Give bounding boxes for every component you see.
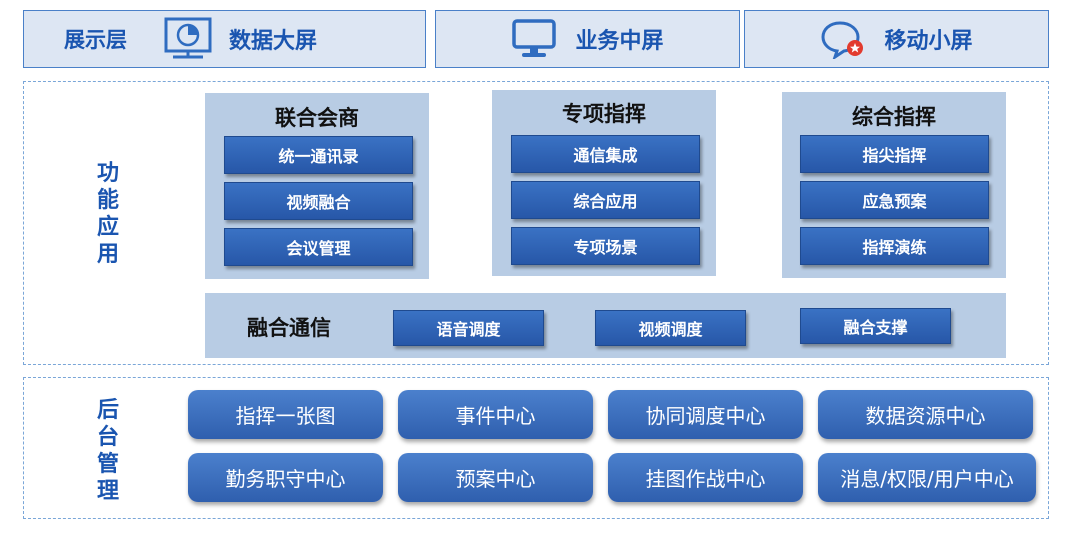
panel-title: 专项指挥 — [562, 102, 646, 126]
panel-title: 联合会商 — [275, 106, 359, 130]
chat-bubble-icon — [820, 19, 866, 59]
backend-module-button[interactable]: 勤务职守中心 — [188, 453, 383, 502]
module-button[interactable]: 指挥演练 — [800, 227, 989, 265]
function-layer-label: 功 能 应 用 — [90, 160, 126, 268]
panel-joint-consultation: 联合会商 统一通讯录 视频融合 会议管理 — [205, 93, 429, 279]
module-button[interactable]: 通信集成 — [511, 135, 700, 173]
display-layer-label: 展示层 — [64, 28, 127, 52]
panel-special-command: 专项指挥 通信集成 综合应用 专项场景 — [492, 90, 716, 276]
backend-module-button[interactable]: 数据资源中心 — [818, 390, 1033, 439]
panel-comprehensive-command: 综合指挥 指尖指挥 应急预案 指挥演练 — [782, 92, 1006, 278]
module-button[interactable]: 统一通讯录 — [224, 136, 413, 174]
module-button[interactable]: 视频融合 — [224, 182, 413, 220]
fusion-communication-bar: 融合通信 语音调度 视频调度 融合支撑 — [205, 293, 1006, 358]
function-layer-label-char: 应 — [96, 215, 119, 240]
backend-layer-label-char: 后 — [96, 398, 119, 423]
display-layer-label-box: 展示层 数据大屏 — [23, 10, 426, 68]
fusion-title: 融合通信 — [247, 316, 331, 340]
function-layer-label-char: 功 — [96, 161, 119, 186]
business-screen-box: 业务中屏 — [435, 10, 740, 68]
backend-layer-label-char: 台 — [96, 425, 119, 450]
backend-layer-label-char: 管 — [96, 452, 119, 477]
backend-module-button[interactable]: 协同调度中心 — [608, 390, 803, 439]
module-button[interactable]: 融合支撑 — [800, 308, 951, 344]
mobile-screen-box: 移动小屏 — [744, 10, 1049, 68]
function-layer-label-char: 能 — [96, 188, 119, 213]
module-button[interactable]: 专项场景 — [511, 227, 700, 265]
module-button[interactable]: 指尖指挥 — [800, 135, 989, 173]
business-screen-label: 业务中屏 — [575, 29, 664, 54]
backend-module-button[interactable]: 挂图作战中心 — [608, 453, 803, 502]
dashboard-monitor-icon — [163, 16, 213, 62]
module-button[interactable]: 综合应用 — [511, 181, 700, 219]
backend-module-button[interactable]: 消息/权限/用户中心 — [818, 453, 1036, 502]
module-button[interactable]: 应急预案 — [800, 181, 989, 219]
backend-layer-label: 后 台 管 理 — [90, 397, 126, 505]
backend-module-button[interactable]: 预案中心 — [398, 453, 593, 502]
mobile-screen-label: 移动小屏 — [884, 29, 973, 54]
big-screen-label: 数据大屏 — [229, 29, 318, 54]
module-button[interactable]: 语音调度 — [393, 310, 544, 346]
module-button[interactable]: 会议管理 — [224, 228, 413, 266]
panel-title: 综合指挥 — [852, 105, 936, 129]
backend-module-button[interactable]: 指挥一张图 — [188, 390, 383, 439]
desktop-monitor-icon — [511, 18, 557, 60]
function-layer-label-char: 用 — [96, 242, 119, 267]
backend-layer-label-char: 理 — [96, 479, 119, 504]
backend-module-button[interactable]: 事件中心 — [398, 390, 593, 439]
module-button[interactable]: 视频调度 — [595, 310, 746, 346]
